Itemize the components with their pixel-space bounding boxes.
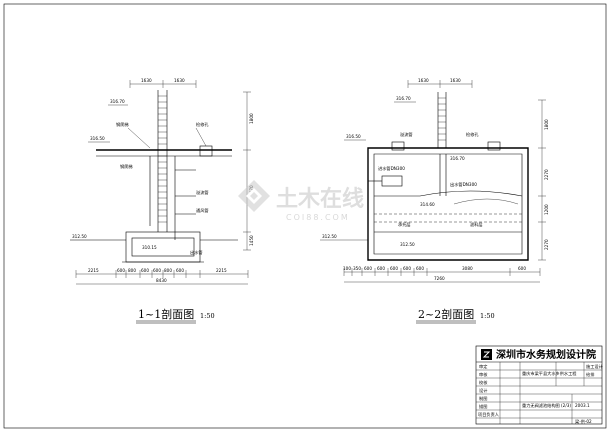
s2-dim-bot-8: 3080 (462, 266, 473, 271)
s2-dim-bot-2: 350 (353, 266, 361, 271)
s1-dim-bot-6: 800 (164, 268, 172, 273)
s2-level-2: 316.50 (346, 134, 361, 139)
s1-callout-3: 钢爬梯 (120, 163, 133, 170)
org-name: 深圳市水务规划设计院 (496, 348, 596, 361)
tb-stage: 施工设计 (586, 363, 603, 370)
tb-role-5: 制图 (479, 395, 487, 402)
s1-dim-bot-3: 800 (128, 268, 136, 273)
s2-callout-3: 溢流管 (400, 131, 413, 138)
s2-dim-top-2: 1630 (450, 78, 461, 83)
tb-role-1: 审定 (479, 363, 487, 370)
tb-role-7: 项目负责人 (478, 411, 500, 418)
s1-level-1: 316.70 (110, 99, 125, 104)
watermark-logo-icon (238, 180, 270, 212)
s1-title: 1~1剖面图 (138, 307, 194, 321)
s1-dim-bot-7: 600 (176, 268, 184, 273)
s2-dim-bot-3: 600 (364, 266, 372, 271)
section-2-2: 1630 1630 316.70 316.50 进水管DN30 (320, 78, 549, 324)
s1-dim-bot-1: 2215 (88, 268, 99, 273)
s1-level-4: 310.15 (142, 245, 157, 250)
s1-dim-top-2: 1630 (174, 78, 185, 83)
watermark: 土木在线 COI88.COM (238, 180, 364, 222)
s2-callout-1: 进水管DN300 (378, 165, 405, 172)
s1-callout-1: 钢爬梯 (116, 121, 129, 128)
tb-role-6: 描图 (479, 403, 487, 410)
s2-dim-right-3: 1200 (544, 204, 549, 215)
s2-dim-bot-6: 600 (403, 266, 411, 271)
drawing-frame (3, 3, 607, 429)
s1-callout-5: 通风管 (196, 207, 209, 214)
s2-dim-bot-7: 600 (416, 266, 424, 271)
s1-dim-bot-5: 600 (153, 268, 161, 273)
s1-dim-bot-4: 600 (141, 268, 149, 273)
s2-dim-bot-4: 600 (377, 266, 385, 271)
section-1-1: 1630 1630 316.70 316.50 钢爬梯 检修孔 (70, 78, 254, 324)
s2-callout-6: 承托层 (398, 221, 411, 228)
s1-scale: 1:50 (200, 312, 215, 320)
tb-date: 2003.1 (575, 403, 590, 408)
tb-role-3: 校核 (479, 379, 488, 386)
tb-role-4: 设计 (479, 387, 487, 394)
s2-dim-right-4: 2270 (544, 239, 549, 250)
s2-dim-bot-9: 600 (518, 266, 526, 271)
s2-dim-right-1: 1800 (544, 119, 549, 130)
s1-dim-bot-2: 600 (117, 268, 125, 273)
s1-dim-right-1: 1800 (249, 113, 254, 124)
s1-callout-2: 检修孔 (196, 121, 209, 128)
s2-level-4: 312.50 (400, 242, 415, 247)
s2-dim-bot-1: 100 (343, 266, 351, 271)
s1-dim-top-1: 1630 (141, 78, 152, 83)
s2-level-5: 314.60 (420, 202, 435, 207)
s2-dim-bot-5: 600 (390, 266, 398, 271)
tb-discipline: 给排 (586, 371, 595, 378)
s2-level-6: 316.70 (450, 156, 465, 161)
s1-dim-right-3: 1450 (249, 235, 254, 246)
watermark-brand: 土木在线 (276, 186, 364, 212)
s1-callout-4: 溢流管 (196, 189, 209, 196)
s1-callout-6: 出水管 (190, 249, 203, 256)
tb-project: 重庆市梁平县大水乡供水工程 (522, 370, 577, 377)
s2-dim-total: 7260 (434, 276, 445, 281)
s2-dim-right-2: 2270 (544, 169, 549, 180)
watermark-sub: COI88.COM (286, 213, 350, 222)
s1-level-3: 312.50 (72, 234, 87, 239)
s1-dim-total: 8430 (156, 278, 167, 283)
s2-dim-top-1: 1630 (418, 78, 429, 83)
s2-title: 2~2剖面图 (418, 307, 474, 321)
title-block: 深圳市水务规划设计院 审定 审核 校核 设计 制图 描图 项目负责人 重庆市梁平… (475, 345, 603, 425)
s2-callout-2: 出水管DN300 (450, 181, 477, 188)
s2-callout-5: 滤料层 (470, 221, 483, 228)
s2-scale: 1:50 (480, 312, 495, 320)
s1-level-2: 316.50 (90, 136, 105, 141)
s1-dim-bot-8: 2215 (216, 268, 227, 273)
s2-level-3: 312.50 (322, 234, 337, 239)
tb-drawing-no: 梁-供-02 (575, 418, 592, 425)
tb-drawing-name: 重力无阀滤池结构图 (2/3) (522, 402, 571, 409)
s2-callout-4: 检修孔 (466, 131, 479, 138)
s2-level-1: 316.70 (396, 96, 411, 101)
tb-role-2: 审核 (479, 371, 488, 378)
